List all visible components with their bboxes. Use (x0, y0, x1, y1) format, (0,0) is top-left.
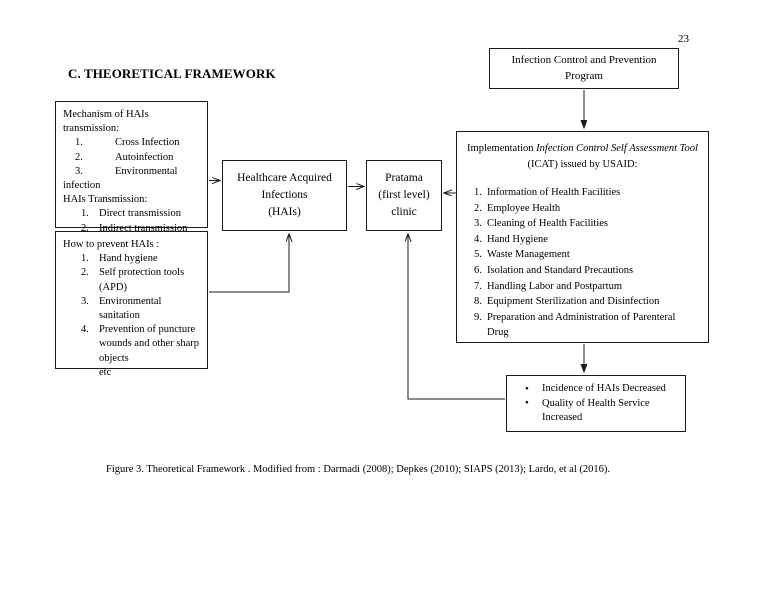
item-text: Environmental (99, 295, 162, 307)
item-text: Self protection tools (99, 267, 185, 279)
icat-heading: Implementation Infection Control Self As… (467, 141, 698, 172)
icat-heading-prefix: Implementation (467, 143, 537, 154)
page-number: 23 (678, 33, 689, 45)
pratama-line-3: clinic (391, 206, 417, 218)
item-number: 3. (81, 295, 89, 307)
list-item: 2. Autoinfection (63, 151, 200, 165)
item-number: 4. (474, 233, 482, 245)
item-number: 4. (81, 324, 89, 336)
item-text: Environmental (115, 165, 178, 177)
outcome-list: • Incidence of HAIs Decreased • Quality … (513, 382, 679, 426)
item-number: 6. (474, 264, 482, 276)
item-text: Equipment Sterilization and Disinfection (487, 296, 660, 308)
hai-line-3: (HAIs) (268, 206, 301, 218)
list-item: 6. Isolation and Standard Precautions (474, 263, 698, 279)
box-healthcare-acquired-infections: Healthcare Acquired Infections (HAIs) (222, 160, 347, 231)
box-mechanism-of-hais: Mechanism of HAIs transmission: 1. Cross… (55, 101, 208, 234)
item-number: 1. (474, 187, 482, 198)
item-number: 1. (81, 253, 89, 265)
list-item: 2. Self protection tools (APD) (63, 266, 200, 294)
item-number: 2. (474, 202, 482, 214)
list-item: 1. Direct transmission (63, 207, 200, 221)
item-number: 8. (474, 296, 482, 308)
program-line-1: Infection Control and Prevention (511, 54, 657, 66)
item-number: 1. (81, 208, 89, 220)
program-line-2: Program (565, 69, 603, 82)
item-text: Information of Health Facilities (487, 187, 621, 198)
list-item: 4. Prevention of puncture wounds and oth… (63, 323, 200, 380)
prevention-list: 1. Hand hygiene 2. Self protection tools… (63, 252, 200, 380)
list-item: 4. Hand Hygiene (474, 232, 698, 248)
prevention-heading: How to prevent HAIs : (63, 239, 160, 250)
list-item: 1. Hand hygiene (63, 252, 200, 266)
item-number: 2. (81, 222, 89, 234)
list-item: • Incidence of HAIs Decreased (525, 382, 679, 397)
item-text: Autoinfection (115, 151, 174, 163)
item-etc: etc (99, 366, 112, 378)
item-text: Cleaning of Health Facilities (487, 218, 609, 230)
list-item: • Quality of Health Service Increased (525, 397, 679, 426)
box-pratama-clinic: Pratama (first level) clinic (366, 160, 442, 231)
mechanism-item-3-continuation: infection (63, 180, 101, 192)
list-item: 3. Cleaning of Health Facilities (474, 216, 698, 232)
item-continuation-2: objects (99, 352, 129, 364)
item-number: 5. (474, 249, 482, 261)
list-item: 8. Equipment Sterilization and Disinfect… (474, 294, 698, 310)
mechanism-heading: Mechanism of HAIs transmission: (63, 109, 149, 135)
list-item: 3. Environmental sanitation (63, 295, 200, 323)
item-text: Waste Management (487, 249, 570, 261)
bullet-icon: • (525, 382, 529, 395)
item-number: 3. (75, 165, 83, 177)
item-text: Hand Hygiene (487, 233, 548, 245)
item-text: Direct transmission (99, 208, 181, 220)
item-text: Prevention of puncture (99, 324, 196, 336)
list-item: 2. Employee Health (474, 201, 698, 217)
mechanism-sublist: 1. Direct transmission 2. Indirect trans… (63, 207, 200, 235)
mechanism-list: 1. Cross Infection 2. Autoinfection 3. E… (63, 136, 200, 179)
connector-outcome-to-pratama (408, 234, 505, 400)
list-item: 9. Preparation and Administration of Par… (474, 310, 698, 341)
box-how-to-prevent-hais: How to prevent HAIs : 1. Hand hygiene 2.… (55, 231, 208, 378)
pratama-line-1: Pratama (385, 172, 423, 184)
item-text: Cross Infection (115, 137, 180, 149)
item-number: 3. (474, 218, 482, 230)
item-continuation: wounds and other sharp (99, 338, 200, 350)
bullet-icon: • (525, 397, 529, 410)
item-continuation: sanitation (99, 310, 140, 322)
list-item: 3. Environmental (63, 165, 200, 179)
box-infection-control-prevention-program: Infection Control and Prevention Program (489, 48, 679, 89)
figure-caption: Figure 3. Theoretical Framework . Modifi… (106, 464, 610, 475)
item-number: 2. (81, 267, 89, 279)
item-text: Isolation and Standard Precautions (487, 264, 634, 276)
hai-line-1: Healthcare Acquired (237, 172, 332, 184)
item-text: Employee Health (487, 202, 561, 214)
mechanism-subheading: HAIs Transmission: (63, 194, 148, 206)
item-text: Preparation and Administration of Parent… (487, 311, 676, 339)
box-outcomes: • Incidence of HAIs Decreased • Quality … (506, 375, 686, 432)
hai-line-2: Infections (261, 189, 308, 201)
pratama-line-2: (first level) (378, 189, 430, 201)
item-text: Hand hygiene (99, 253, 158, 265)
list-item: 1. Cross Infection (63, 136, 200, 150)
list-item: 5. Waste Management (474, 247, 698, 263)
page-title: C. THEORETICAL FRAMEWORK (68, 66, 276, 81)
item-text: Handling Labor and Postpartum (487, 280, 623, 292)
icat-heading-line-2: (ICAT) issued by USAID: (527, 158, 638, 170)
item-number: 7. (474, 280, 482, 292)
icat-list: 1. Information of Health Facilities 2. E… (467, 185, 698, 341)
item-number: 2. (75, 151, 83, 163)
box-icat-implementation: Implementation Infection Control Self As… (456, 131, 709, 343)
item-number: 9. (474, 311, 482, 323)
connector-prevention-to-hai (209, 234, 289, 293)
item-continuation: Increased (542, 412, 583, 424)
list-item: 1. Information of Health Facilities (474, 185, 698, 201)
item-text: Indirect transmission (99, 222, 188, 234)
item-continuation: (APD) (99, 281, 127, 293)
item-text: Quality of Health Service (542, 397, 650, 409)
item-number: 1. (75, 137, 83, 149)
item-text: Incidence of HAIs Decreased (542, 383, 666, 394)
list-item: 2. Indirect transmission (63, 222, 200, 236)
list-item: 7. Handling Labor and Postpartum (474, 279, 698, 295)
icat-heading-italic: Infection Control Self Assessment Tool (536, 143, 698, 154)
